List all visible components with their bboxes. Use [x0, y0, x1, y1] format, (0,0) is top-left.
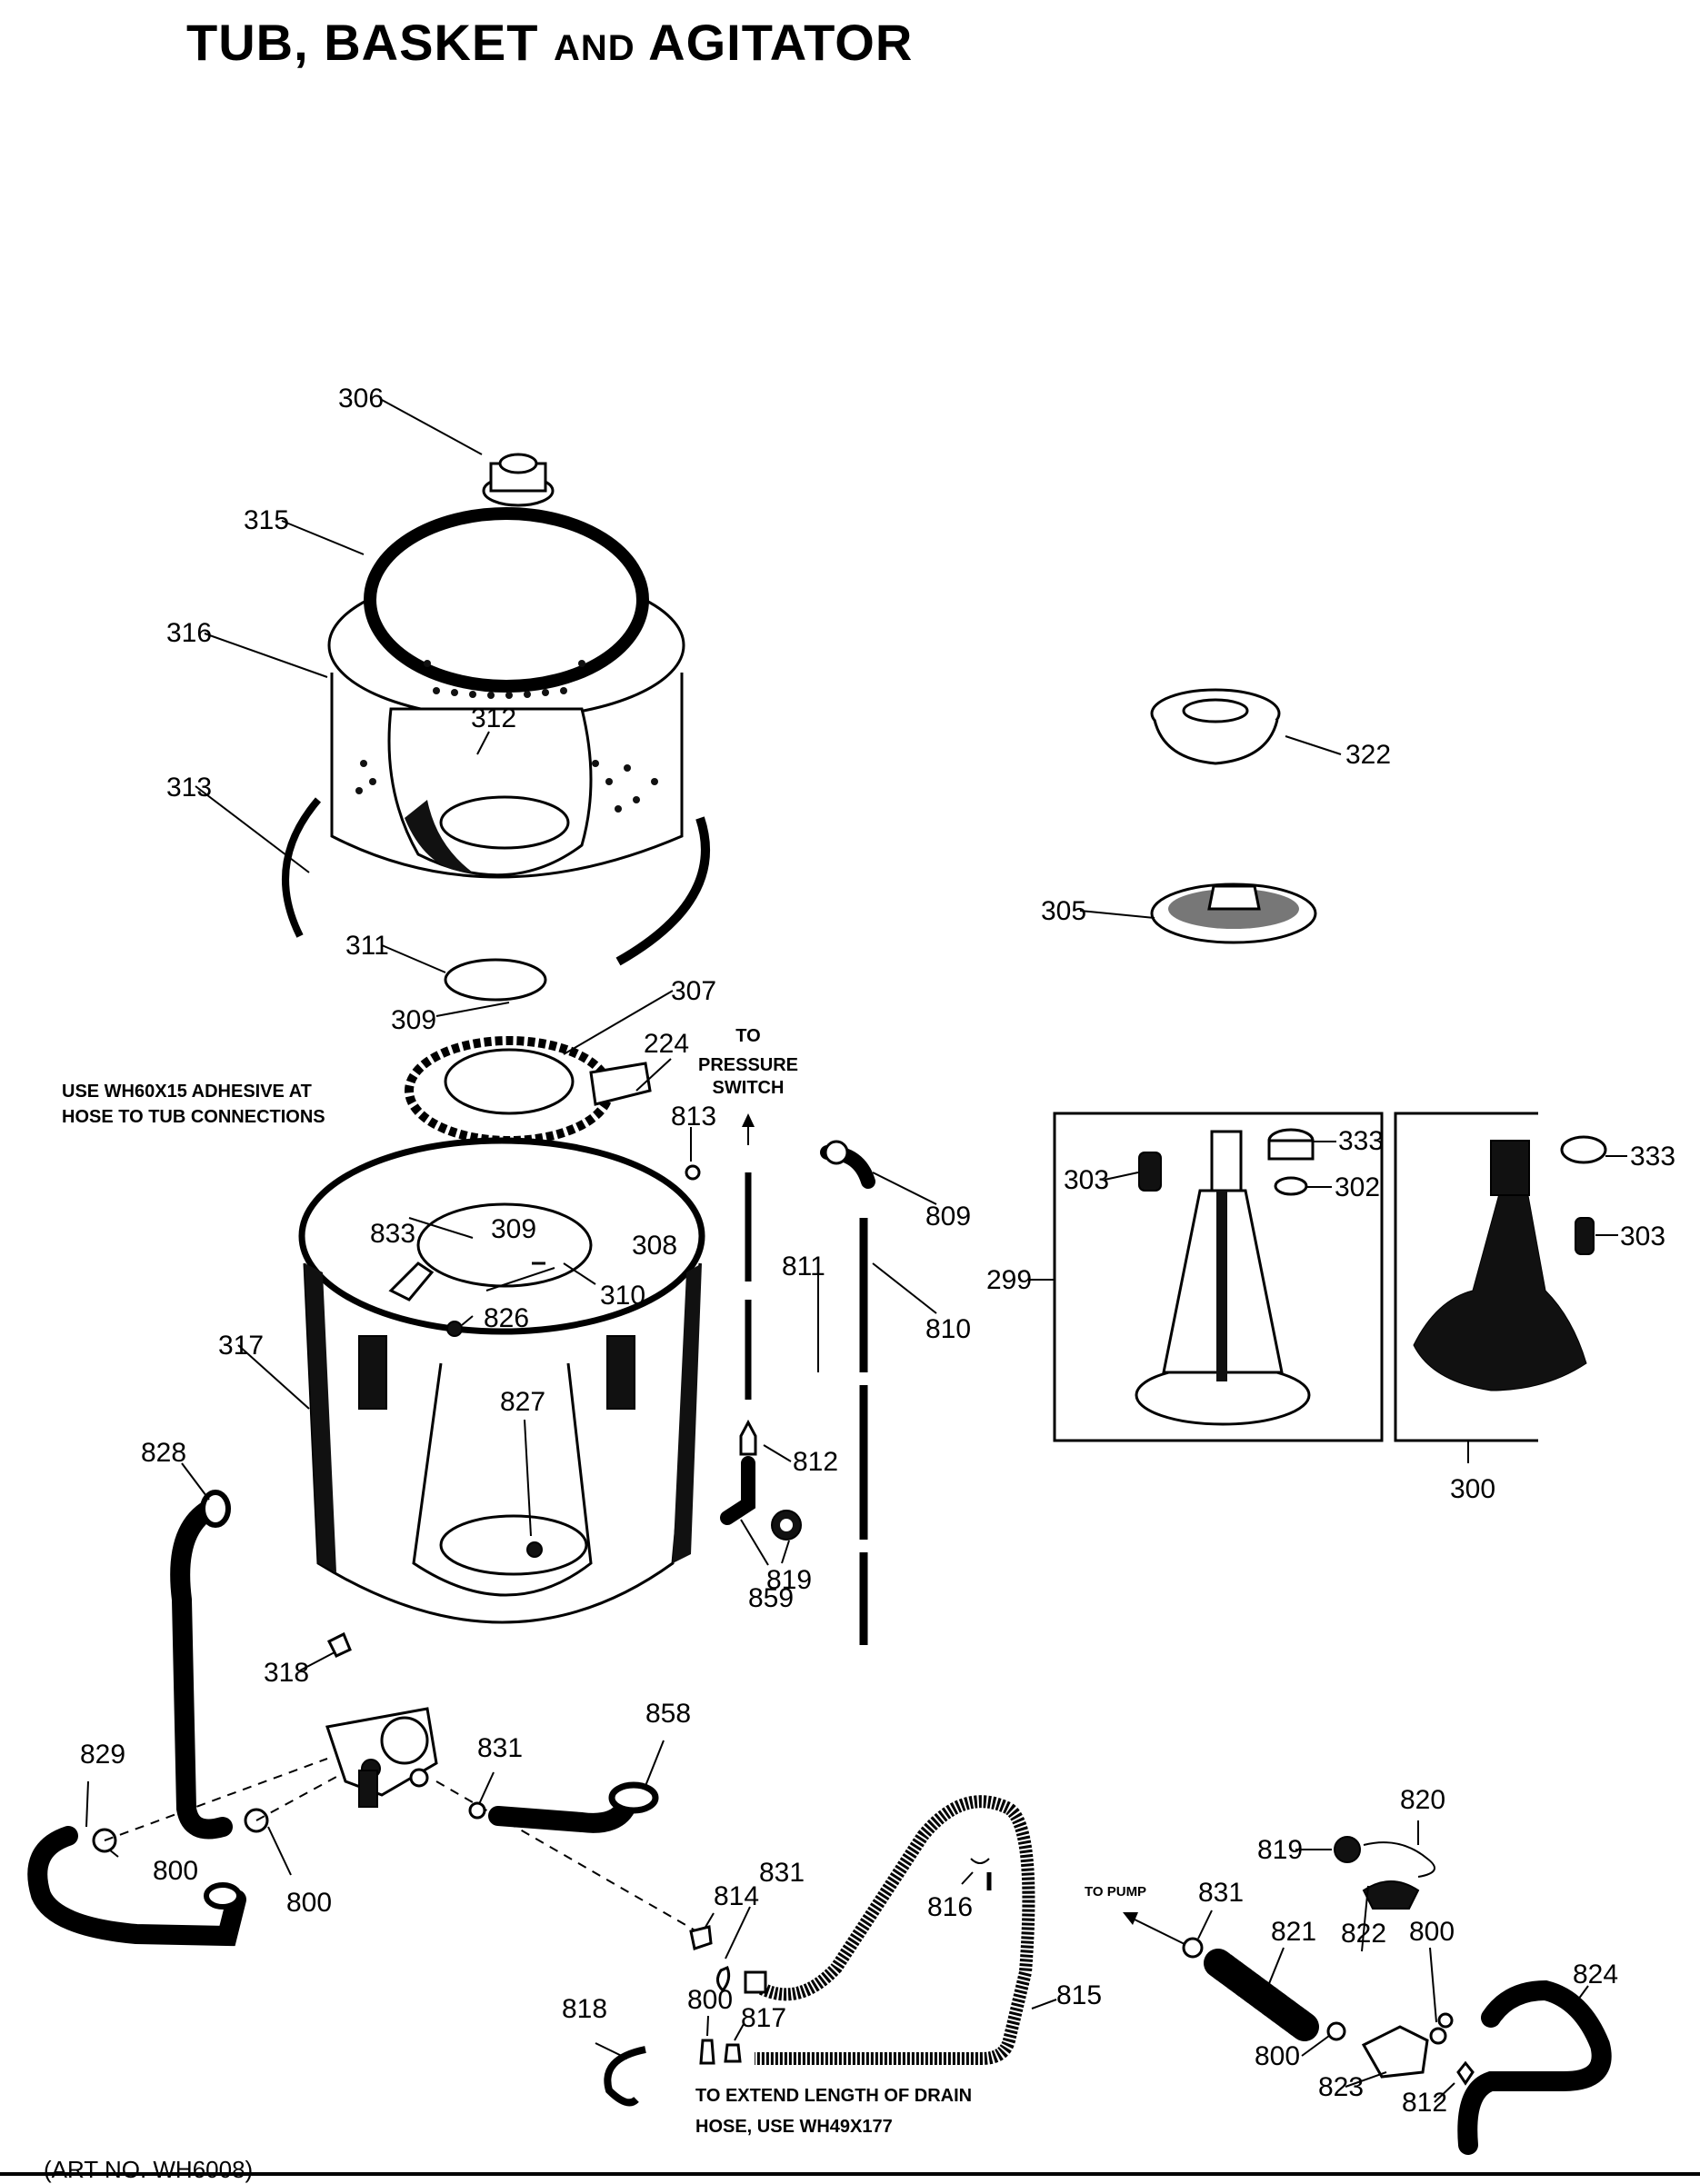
label-302: 302	[1335, 1172, 1380, 1202]
label-309-b: 309	[491, 1214, 536, 1244]
label-829: 829	[80, 1740, 125, 1770]
label-307: 307	[671, 976, 716, 1006]
label-827: 827	[500, 1387, 545, 1417]
note-drain-line2: HOSE, USE WH49X177	[695, 2117, 893, 2137]
note-pressure-line2: PRESSURE	[698, 1055, 798, 1075]
label-800-d: 800	[1409, 1917, 1455, 1947]
note-pressure-line3: SWITCH	[713, 1078, 785, 1098]
label-813: 813	[671, 1102, 716, 1132]
label-828: 828	[141, 1438, 186, 1468]
label-811: 811	[782, 1252, 825, 1281]
label-305: 305	[1041, 896, 1086, 926]
label-833: 833	[370, 1219, 415, 1249]
label-313: 313	[166, 773, 212, 803]
label-821: 821	[1271, 1917, 1316, 1947]
label-818: 818	[562, 1994, 607, 2024]
label-859: 859	[748, 1583, 794, 1613]
label-318: 318	[264, 1658, 309, 1688]
label-810: 810	[925, 1314, 971, 1344]
hub-drawing	[405, 1036, 701, 1181]
title-and: AND	[554, 28, 635, 68]
label-812-a: 812	[793, 1447, 838, 1477]
label-816: 816	[927, 1892, 973, 1922]
label-824: 824	[1573, 1960, 1618, 1990]
label-312: 312	[471, 703, 516, 733]
note-drain-line1: TO EXTEND LENGTH OF DRAIN	[695, 2086, 972, 2106]
bottom-rule	[0, 2172, 1700, 2176]
title-main: TUB, BASKET	[186, 14, 539, 71]
agitator-drawings	[1053, 688, 1607, 1442]
note-adhesive-line2: HOSE TO TUB CONNECTIONS	[62, 1107, 325, 1127]
label-303-b: 303	[1620, 1222, 1665, 1252]
label-322: 322	[1345, 740, 1391, 770]
label-317: 317	[218, 1331, 264, 1361]
label-815: 815	[1056, 1980, 1102, 2010]
art-number: (ART NO. WH6008)	[44, 2156, 254, 2183]
label-800-b: 800	[286, 1888, 332, 1918]
diagram-title: TUB, BASKET AND AGITATOR	[186, 13, 913, 72]
title-tail: AGITATOR	[648, 14, 914, 71]
label-309-a: 309	[391, 1005, 436, 1035]
label-823: 823	[1318, 2072, 1364, 2102]
label-800-c: 800	[687, 1985, 733, 2015]
label-831-b: 831	[759, 1858, 805, 1888]
label-300: 300	[1450, 1474, 1495, 1504]
label-826: 826	[484, 1303, 529, 1333]
note-pressure-line1: TO	[735, 1026, 760, 1046]
note-to-pump: TO PUMP	[1085, 1884, 1146, 1900]
label-812-b: 812	[1402, 2088, 1447, 2118]
pump-hoses-drawing	[1123, 1836, 1612, 2155]
leader-lines	[85, 399, 1627, 2103]
note-adhesive-line1: USE WH60X15 ADHESIVE AT	[62, 1082, 312, 1102]
label-817: 817	[741, 2003, 786, 2033]
label-814: 814	[714, 1881, 759, 1911]
label-333-a: 333	[1338, 1126, 1384, 1156]
hose-drawings	[27, 1113, 1035, 2107]
label-333-b: 333	[1630, 1142, 1675, 1172]
diagram-notes: USE WH60X15 ADHESIVE AT HOSE TO TUB CONN…	[62, 1026, 1146, 2137]
label-311: 311	[345, 931, 389, 961]
label-822: 822	[1341, 1919, 1386, 1949]
label-831-a: 831	[477, 1733, 523, 1763]
label-819-b: 819	[1257, 1835, 1303, 1865]
basket-drawing	[282, 453, 710, 1002]
label-316: 316	[166, 618, 212, 648]
label-819-a: 819	[766, 1565, 812, 1595]
label-303-a: 303	[1064, 1165, 1109, 1195]
label-800-e: 800	[1255, 2041, 1300, 2071]
outer-tub-drawing	[298, 1137, 705, 1658]
label-315: 315	[244, 505, 289, 535]
label-310: 310	[600, 1281, 645, 1311]
label-809: 809	[925, 1202, 971, 1232]
label-820: 820	[1400, 1785, 1445, 1815]
label-800-a: 800	[153, 1856, 198, 1886]
label-831-c: 831	[1198, 1878, 1244, 1908]
label-299: 299	[986, 1265, 1032, 1295]
label-858: 858	[645, 1699, 691, 1729]
label-306: 306	[338, 384, 384, 414]
label-224: 224	[644, 1029, 689, 1059]
label-308: 308	[632, 1231, 677, 1261]
part-labels: 306 315 316 312 313 311 309 307 224 813 …	[80, 384, 1675, 2118]
